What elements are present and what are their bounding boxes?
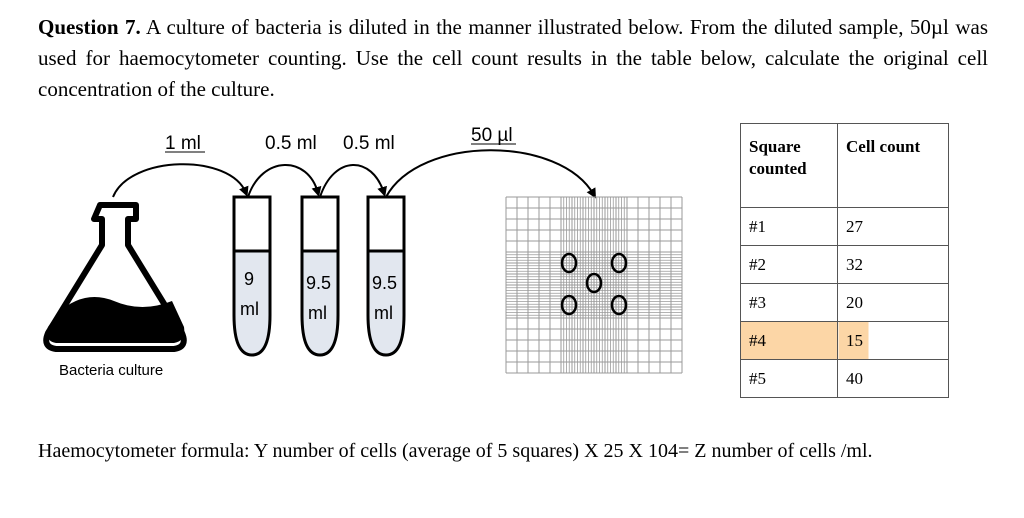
tube-2-icon xyxy=(300,195,340,357)
tube-2-unit: ml xyxy=(308,303,327,323)
transfer-arrows xyxy=(112,149,596,199)
tube-1-volume: 9 xyxy=(244,269,254,289)
arrow-tube1-to-tube2 xyxy=(247,164,322,198)
table-row: #5 40 xyxy=(740,359,949,398)
tube-2-volume: 9.5 xyxy=(306,273,331,293)
tube-1-unit: ml xyxy=(240,299,259,319)
table-row: #1 27 xyxy=(740,207,949,246)
tube-1-icon xyxy=(232,195,272,357)
dilution-diagram: 1 ml 0.5 ml 0.5 ml 50 µl Bacteria cultur… xyxy=(43,125,683,379)
square-cell: #5 xyxy=(740,359,838,398)
count-cell: 20 xyxy=(837,283,949,322)
transfer-label-3: 0.5 ml xyxy=(343,133,395,154)
count-square-markers xyxy=(560,252,628,316)
transfer-label-1: 1 ml xyxy=(165,133,201,154)
cell-count-table: Square counted Cell count #1 27 #2 32 #3… xyxy=(740,123,949,398)
tube-3-volume: 9.5 xyxy=(372,273,397,293)
formula-text: Haemocytometer formula: Y number of cell… xyxy=(38,440,873,462)
hemocytometer-grid xyxy=(505,196,683,374)
transfer-label-2: 0.5 ml xyxy=(265,133,317,154)
header-cell-count: Cell count xyxy=(837,123,949,208)
count-cell: 32 xyxy=(837,245,949,284)
arrow-flask-to-tube1 xyxy=(112,163,249,198)
flask-icon xyxy=(43,202,187,352)
square-cell: #3 xyxy=(740,283,838,322)
count-cell: 40 xyxy=(837,359,949,398)
question-text: Question 7. A culture of bacteria is dil… xyxy=(38,12,988,105)
table-header-row: Square counted Cell count xyxy=(740,123,949,208)
count-cell: 15 xyxy=(837,321,949,360)
arrow-tube2-to-tube3 xyxy=(319,164,387,198)
question-body: A culture of bacteria is diluted in the … xyxy=(38,15,988,101)
tube-3-icon xyxy=(366,195,406,357)
tube-3-unit: ml xyxy=(374,303,393,323)
flask-label: Bacteria culture xyxy=(59,362,163,379)
table-row: #2 32 xyxy=(740,245,949,284)
arrow-tube3-to-hemocytometer xyxy=(385,149,596,199)
transfer-label-4: 50 µl xyxy=(471,125,513,146)
square-cell: #4 xyxy=(740,321,838,360)
question-label: Question 7. xyxy=(38,15,141,39)
table-row-highlighted: #4 15 xyxy=(740,321,949,360)
square-cell: #1 xyxy=(740,207,838,246)
square-cell: #2 xyxy=(740,245,838,284)
header-square-counted: Square counted xyxy=(740,123,838,208)
table-row: #3 20 xyxy=(740,283,949,322)
count-cell: 27 xyxy=(837,207,949,246)
